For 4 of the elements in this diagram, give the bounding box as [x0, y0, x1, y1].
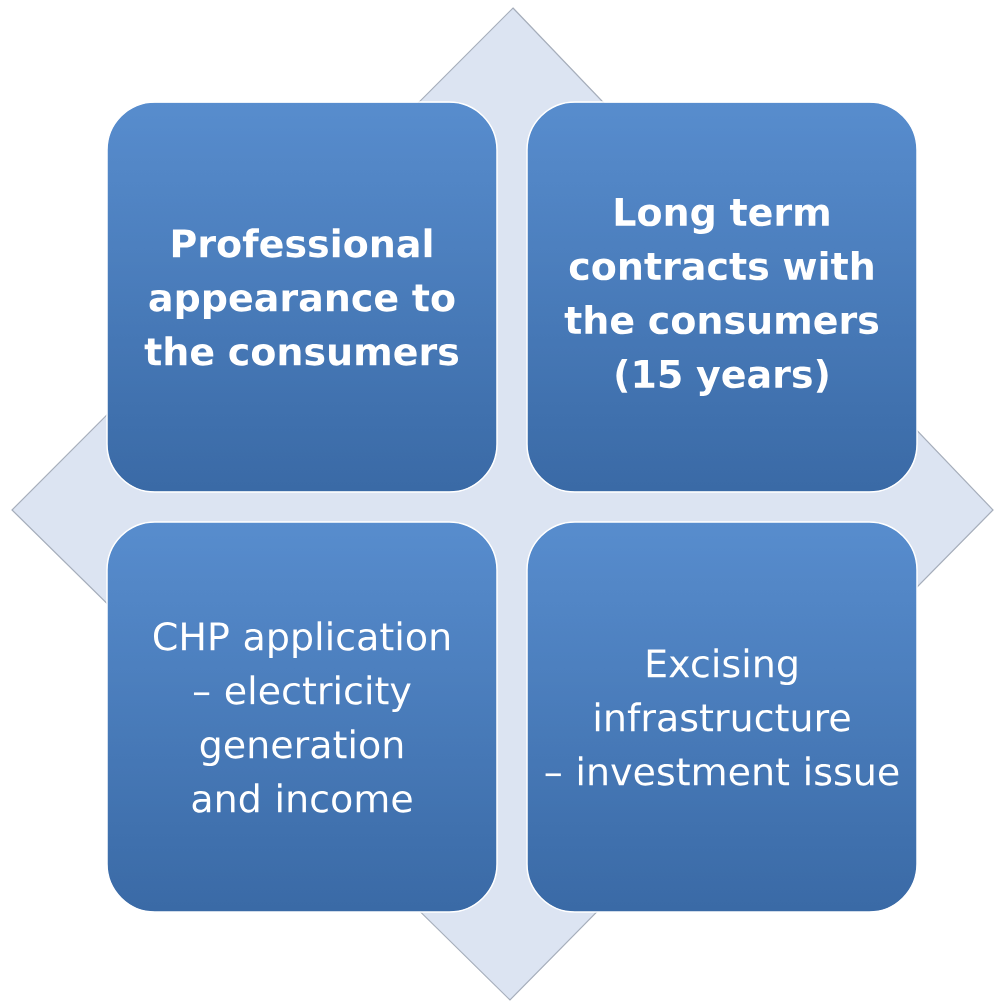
rounded-box: CHP application – electricity generation and income: [106, 521, 498, 913]
rounded-box: Excising infrastructure – investment issue: [526, 521, 918, 913]
rounded-box: Long term contracts with the consumers (15 years): [526, 101, 918, 493]
rounded-box: Professional appearance to the consumers: [106, 101, 498, 493]
